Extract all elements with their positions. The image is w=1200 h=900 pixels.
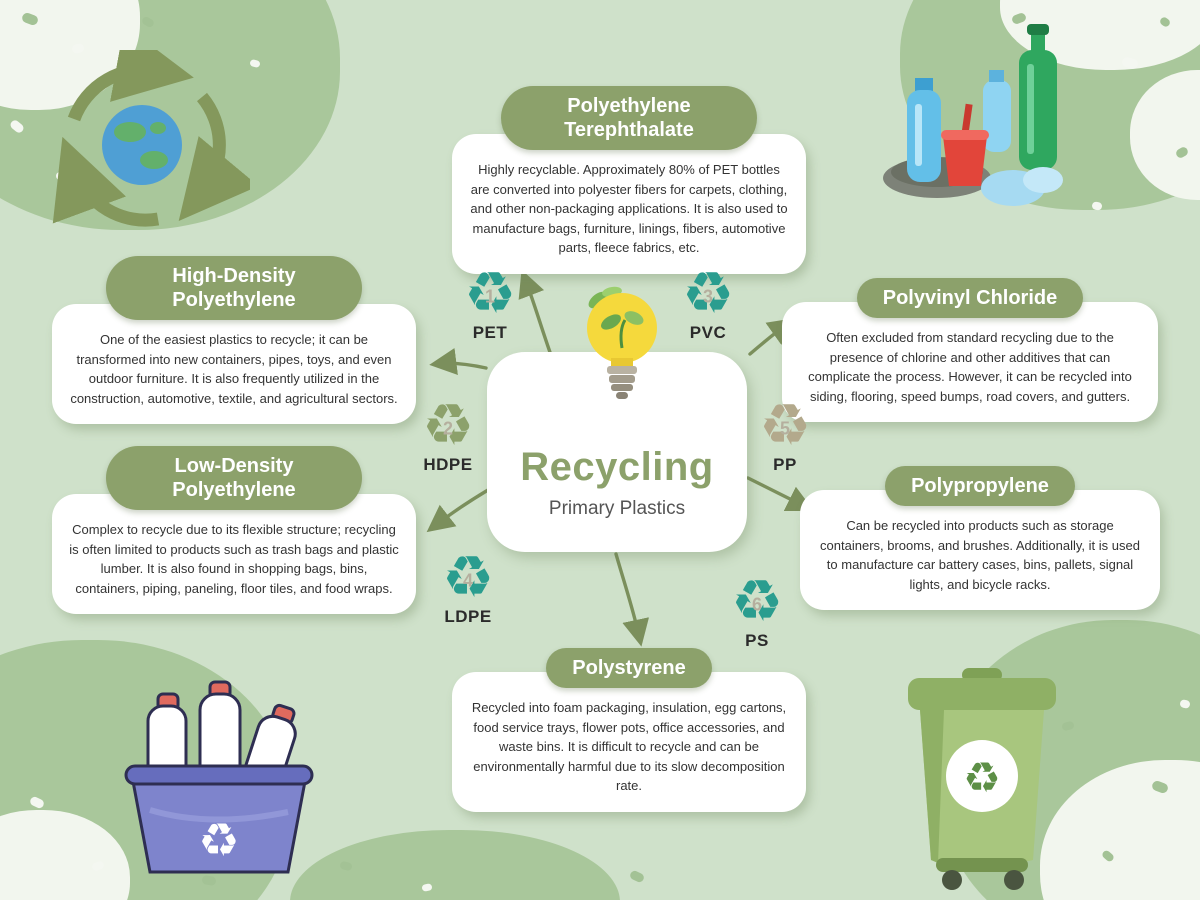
resin-symbol-ldpe: ♻ 4 LDPE: [430, 548, 506, 627]
resin-symbol-ps: ♻ 6 PS: [719, 572, 795, 651]
section-pp-title: Polypropylene: [885, 466, 1075, 506]
resin-number: 2: [442, 418, 454, 439]
recycle-triangle-icon: ♻: [731, 567, 783, 635]
earth-recycle-illustration: [52, 50, 250, 227]
section-pp: Polypropylene Can be recycled into produ…: [800, 466, 1160, 610]
section-ldpe-title: Low-Density Polyethylene: [106, 446, 362, 510]
section-hdpe-card: One of the easiest plastics to recycle; …: [52, 304, 416, 424]
resin-code: HDPE: [423, 455, 473, 474]
resin-symbol-pvc: ♻ 3 PVC: [670, 264, 746, 343]
recycling-basket-illustration: ♻: [124, 680, 314, 874]
resin-symbol-pet: ♻ 1 PET: [452, 264, 528, 343]
section-pvc-card: Often excluded from standard recycling d…: [782, 302, 1158, 422]
resin-code: PVC: [689, 323, 727, 342]
arrow-to-pet: [518, 269, 554, 360]
section-ps: Polystyrene Recycled into foam packaging…: [452, 648, 806, 812]
page-title: Recycling: [520, 445, 714, 489]
resin-code: PET: [472, 323, 508, 342]
plastic-bottles-illustration: [883, 24, 1063, 206]
section-pp-card: Can be recycled into products such as st…: [800, 490, 1160, 610]
resin-number: 1: [484, 286, 496, 307]
resin-code: PP: [773, 455, 797, 474]
section-hdpe-title: High-Density Polyethylene: [106, 256, 362, 320]
section-ldpe-card: Complex to recycle due to its flexible s…: [52, 494, 416, 614]
arrow-to-hdpe: [429, 347, 488, 375]
section-pet-description: Highly recyclable. Approximately 80% of …: [470, 162, 788, 255]
resin-symbol-pp: ♻ 5 PP: [747, 396, 823, 475]
section-hdpe-description: One of the easiest plastics to recycle; …: [70, 332, 398, 406]
svg-text:♻: ♻: [963, 753, 1001, 802]
section-ldpe-description: Complex to recycle due to its flexible s…: [69, 522, 399, 596]
recycle-triangle-icon: ♻: [422, 391, 474, 459]
section-pvc: Polyvinyl Chloride Often excluded from s…: [782, 278, 1158, 422]
lightbulb-plant-illustration: [587, 286, 657, 399]
resin-number: 4: [462, 570, 474, 591]
arrow-to-ldpe: [426, 488, 490, 533]
section-ldpe: Low-Density Polyethylene Complex to recy…: [52, 446, 416, 614]
confetti-piece: [628, 869, 646, 884]
resin-number: 5: [779, 418, 791, 439]
arrow-to-ps: [614, 552, 650, 647]
resin-code: PS: [745, 631, 769, 650]
recycle-triangle-icon: ♻: [442, 543, 494, 611]
resin-number: 6: [751, 594, 763, 615]
resin-code: LDPE: [444, 607, 492, 626]
section-pp-description: Can be recycled into products such as st…: [820, 518, 1140, 592]
recycle-triangle-icon: ♻: [759, 391, 811, 459]
arrow-to-pp: [746, 476, 815, 512]
section-pet-title: Polyethylene Terephthalate: [501, 86, 757, 150]
section-ps-title: Polystyrene: [546, 648, 712, 688]
page-subtitle: Primary Plastics: [548, 498, 686, 519]
resin-symbol-hdpe: ♻ 2 HDPE: [410, 396, 486, 475]
recycle-triangle-icon: ♻: [464, 259, 516, 327]
section-pvc-description: Often excluded from standard recycling d…: [808, 330, 1132, 404]
resin-number: 3: [702, 286, 714, 307]
section-hdpe: High-Density Polyethylene One of the eas…: [52, 256, 416, 424]
section-pvc-title: Polyvinyl Chloride: [856, 278, 1084, 318]
section-ps-description: Recycled into foam packaging, insulation…: [471, 700, 787, 793]
section-pet-card: Highly recyclable. Approximately 80% of …: [452, 134, 806, 274]
svg-text:♻: ♻: [198, 813, 239, 867]
wheelie-bin-illustration: ♻: [908, 668, 1056, 890]
section-pet: Polyethylene Terephthalate Highly recycl…: [452, 86, 806, 274]
section-ps-card: Recycled into foam packaging, insulation…: [452, 672, 806, 812]
recycle-triangle-icon: ♻: [682, 259, 734, 327]
center-card: Recycling Primary Plastics: [487, 352, 747, 552]
